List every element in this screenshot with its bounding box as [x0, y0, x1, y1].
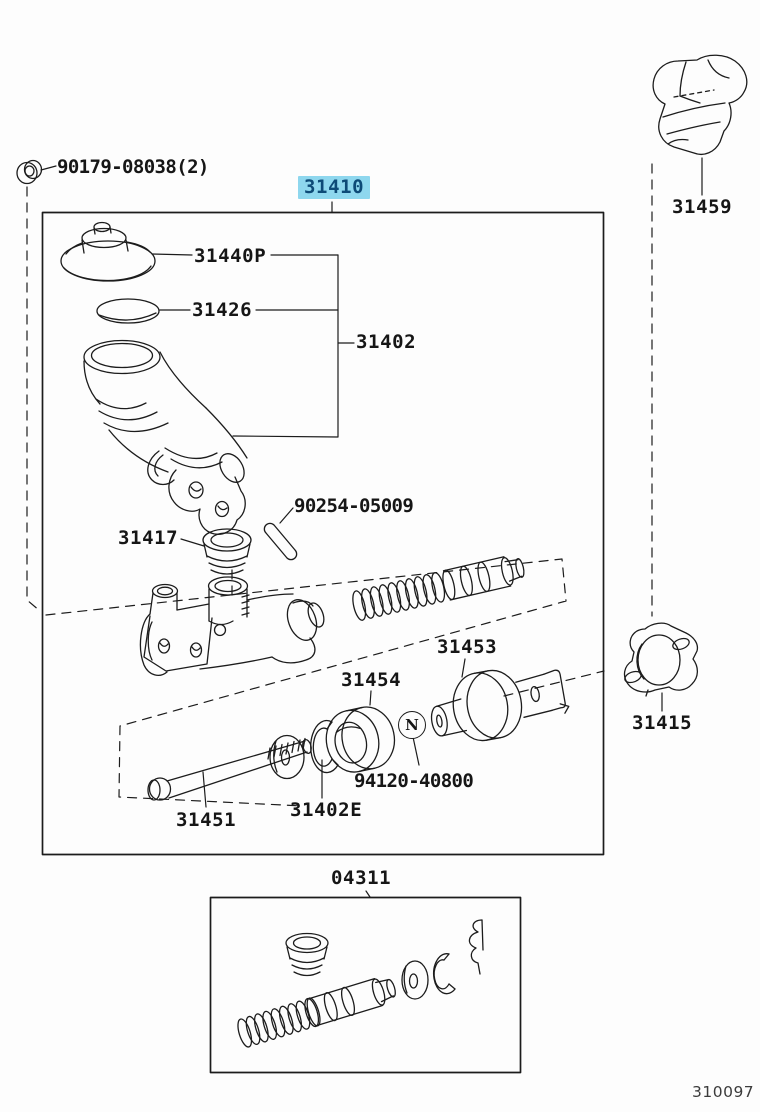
callout-repair-kit: 04311: [331, 867, 392, 889]
snap-ring-drawing: [310, 719, 339, 774]
callout-cap-gasket: 31426: [192, 299, 253, 321]
figure-code: 310097: [692, 1083, 755, 1101]
damper-drawing: [430, 669, 570, 742]
callout-push-rod: 31451: [176, 809, 237, 831]
callout-reservoir: 31402: [356, 331, 417, 353]
seal-drawing: [325, 706, 396, 773]
cap-gasket-drawing: [96, 298, 160, 324]
kit-clip-drawing: [468, 919, 484, 975]
reservoir-cap-drawing: [60, 221, 156, 282]
mount-nut-drawing: [16, 159, 43, 185]
leader-lines: [40, 157, 703, 898]
main-assembly-box: [41, 211, 605, 856]
pin-drawing: [263, 522, 298, 561]
callout-grommet: 31417: [118, 527, 179, 549]
grommet-drawing: [202, 528, 252, 575]
reservoir-drawing: [83, 339, 248, 535]
callout-master-cylinder-assy-highlighted[interactable]: 31410: [298, 176, 371, 199]
repair-kit-box: [209, 896, 522, 1074]
kit-grommet-drawing: [285, 932, 329, 977]
washer-drawing: [269, 734, 305, 780]
callout-mount-nut: 90179-08038(2): [57, 156, 209, 178]
callout-seal: 31454: [341, 669, 402, 691]
plate-drawing: [623, 622, 699, 697]
push-rod-drawing: [147, 737, 312, 801]
piston-spring-drawing: [352, 556, 525, 621]
callout-plate: 31415: [632, 712, 693, 734]
kit-piston-drawing: [237, 978, 396, 1048]
exploded-group-outline-right: [503, 670, 605, 697]
cylinder-body-drawing: [139, 576, 325, 676]
callout-pin: 90254-05009: [294, 495, 414, 517]
bracket-drawing: [652, 54, 748, 156]
callout-bracket: 31459: [672, 196, 733, 218]
callout-reservoir-cap: 31440P: [194, 245, 267, 267]
callout-snap-ring: 31402E: [290, 799, 363, 821]
nut-marker-circle: N: [398, 711, 426, 739]
callout-damper: 31453: [437, 636, 498, 658]
nut-guide-line: [26, 186, 41, 612]
assembly-guide-lines: [26, 163, 653, 807]
callout-nut: 94120-40800: [354, 770, 474, 792]
nut-marker-letter: N: [405, 716, 419, 734]
kit-washer-drawing: [401, 960, 429, 1000]
exploded-group-outline: [45, 558, 567, 807]
kit-snap-ring-drawing: [433, 953, 456, 995]
